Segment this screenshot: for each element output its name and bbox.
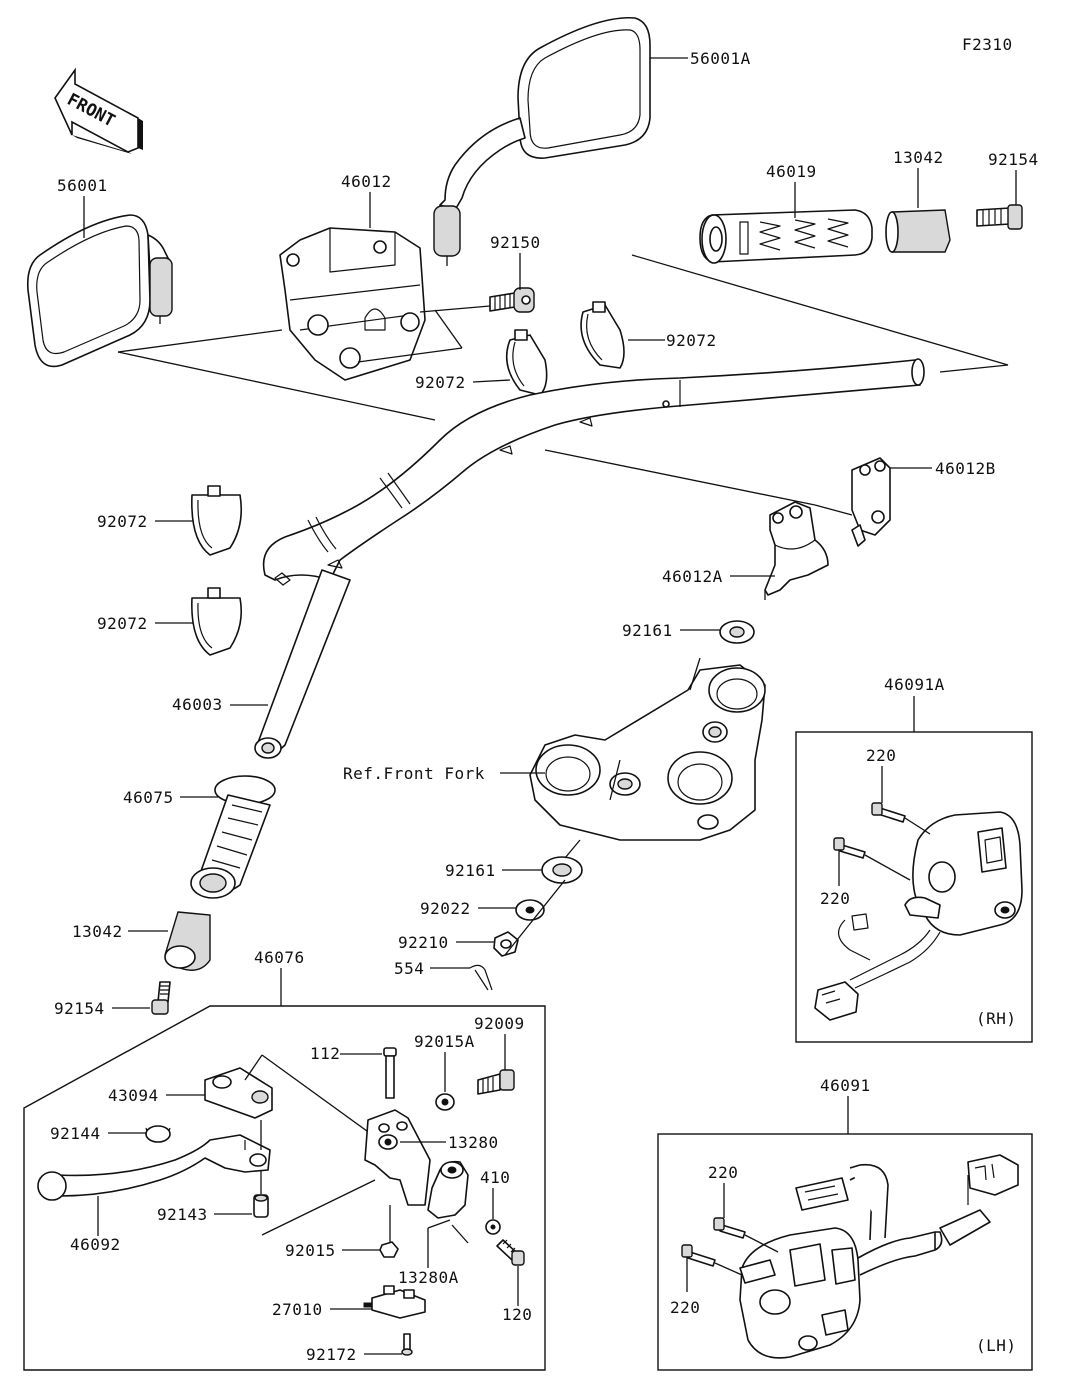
label-92150: 92150 <box>490 233 541 252</box>
lever-assembly-box <box>23 1005 546 1371</box>
washer-410 <box>485 1219 501 1235</box>
screw-92172 <box>401 1333 413 1356</box>
clutch-switch-27010 <box>363 1285 426 1319</box>
label-13280: 13280 <box>448 1133 499 1152</box>
bar-end-weight-lower <box>164 911 211 971</box>
label-92072-a: 92072 <box>666 331 717 350</box>
label-92161-upper: 92161 <box>622 621 673 640</box>
screw-120 <box>496 1239 525 1266</box>
label-92172: 92172 <box>306 1345 357 1364</box>
screw-92009 <box>477 1069 515 1095</box>
figure-id: F2310 <box>962 35 1013 54</box>
label-92015: 92015 <box>285 1241 336 1260</box>
label-92144: 92144 <box>50 1124 101 1143</box>
clutch-lever-46092 <box>37 1134 271 1201</box>
label-46019: 46019 <box>766 162 817 181</box>
label-92022: 92022 <box>420 899 471 918</box>
cable-clamp-left-2 <box>191 587 243 656</box>
label-46012A: 46012A <box>662 567 723 586</box>
label-46075: 46075 <box>123 788 174 807</box>
label-13042-upper: 13042 <box>893 148 944 167</box>
left-grip <box>190 775 276 899</box>
label-46003: 46003 <box>172 695 223 714</box>
label-43094: 43094 <box>108 1086 159 1105</box>
label-56001A: 56001A <box>690 49 751 68</box>
label-410: 410 <box>480 1168 510 1187</box>
fork-upper-bracket <box>529 657 766 841</box>
label-ref-front-fork: Ref.Front Fork <box>343 764 485 783</box>
handlebar-holder-46012B <box>851 457 891 547</box>
label-92154-lower: 92154 <box>54 999 105 1018</box>
label-92143: 92143 <box>157 1205 208 1224</box>
bolt-92154-upper <box>976 204 1023 230</box>
throttle-grip <box>699 209 873 264</box>
cable-clamp-upper-1 <box>505 329 548 396</box>
rh-label: (RH) <box>976 1009 1017 1028</box>
label-46012: 46012 <box>341 172 392 191</box>
rh-switch-housing <box>814 811 1023 1021</box>
label-46076: 46076 <box>254 948 305 967</box>
bolt-112 <box>383 1047 397 1099</box>
label-13042-lower: 13042 <box>72 922 123 941</box>
label-46091A: 46091A <box>884 675 945 694</box>
handlebar-holder-46012A <box>764 501 829 600</box>
clamp-13280A <box>427 1160 469 1219</box>
lh-label: (LH) <box>976 1336 1017 1355</box>
lever-bracket-13280 <box>364 1109 431 1206</box>
lh-switch-box <box>657 1133 1033 1371</box>
label-92072-d: 92072 <box>97 614 148 633</box>
spring-92144 <box>145 1125 171 1143</box>
handlebar <box>254 358 925 759</box>
label-56001: 56001 <box>57 176 108 195</box>
bolt-92150 <box>489 287 535 313</box>
label-27010: 27010 <box>272 1300 323 1319</box>
label-220-lh-b: 220 <box>670 1298 700 1317</box>
washer-92015A <box>435 1093 455 1111</box>
bar-end-weight-upper <box>885 209 951 253</box>
cable-clamp-upper-2 <box>580 301 625 369</box>
screw-220-rh-a <box>871 802 906 823</box>
collar-92143 <box>253 1194 269 1218</box>
label-92161-lower: 92161 <box>445 861 496 880</box>
bolt-92154-lower <box>151 981 171 1015</box>
label-92154-upper: 92154 <box>988 150 1039 169</box>
lever-holder-43094 <box>204 1067 273 1119</box>
nut-92015 <box>379 1241 399 1258</box>
label-112: 112 <box>310 1044 340 1063</box>
label-92210: 92210 <box>398 933 449 952</box>
label-46012B: 46012B <box>935 459 996 478</box>
label-92009: 92009 <box>474 1014 525 1033</box>
washer-92022 <box>515 899 545 921</box>
screw-220-lh-a <box>713 1217 746 1239</box>
washer-92161-lower <box>541 856 583 884</box>
mirror-right <box>433 16 651 266</box>
label-220-rh-a: 220 <box>866 746 896 765</box>
mirror-left <box>26 214 173 368</box>
handlebar-holder-upper <box>279 227 426 381</box>
cable-clamp-left-1 <box>191 485 243 556</box>
label-13280A: 13280A <box>398 1268 459 1287</box>
cotter-pin-554 <box>469 964 493 991</box>
front-arrow-icon: FRONT <box>54 67 143 154</box>
label-120: 120 <box>502 1305 532 1324</box>
label-46091: 46091 <box>820 1076 871 1095</box>
washer-92161-upper <box>719 620 755 644</box>
label-46092: 46092 <box>70 1235 121 1254</box>
label-554: 554 <box>394 959 424 978</box>
lh-switch-housing <box>739 1154 1019 1359</box>
label-92072-c: 92072 <box>97 512 148 531</box>
label-92072-b: 92072 <box>415 373 466 392</box>
label-220-rh-b: 220 <box>820 889 850 908</box>
rh-switch-box <box>795 731 1033 1043</box>
label-92015A: 92015A <box>414 1032 475 1051</box>
label-220-lh-a: 220 <box>708 1163 738 1182</box>
nut-92210 <box>493 931 519 957</box>
